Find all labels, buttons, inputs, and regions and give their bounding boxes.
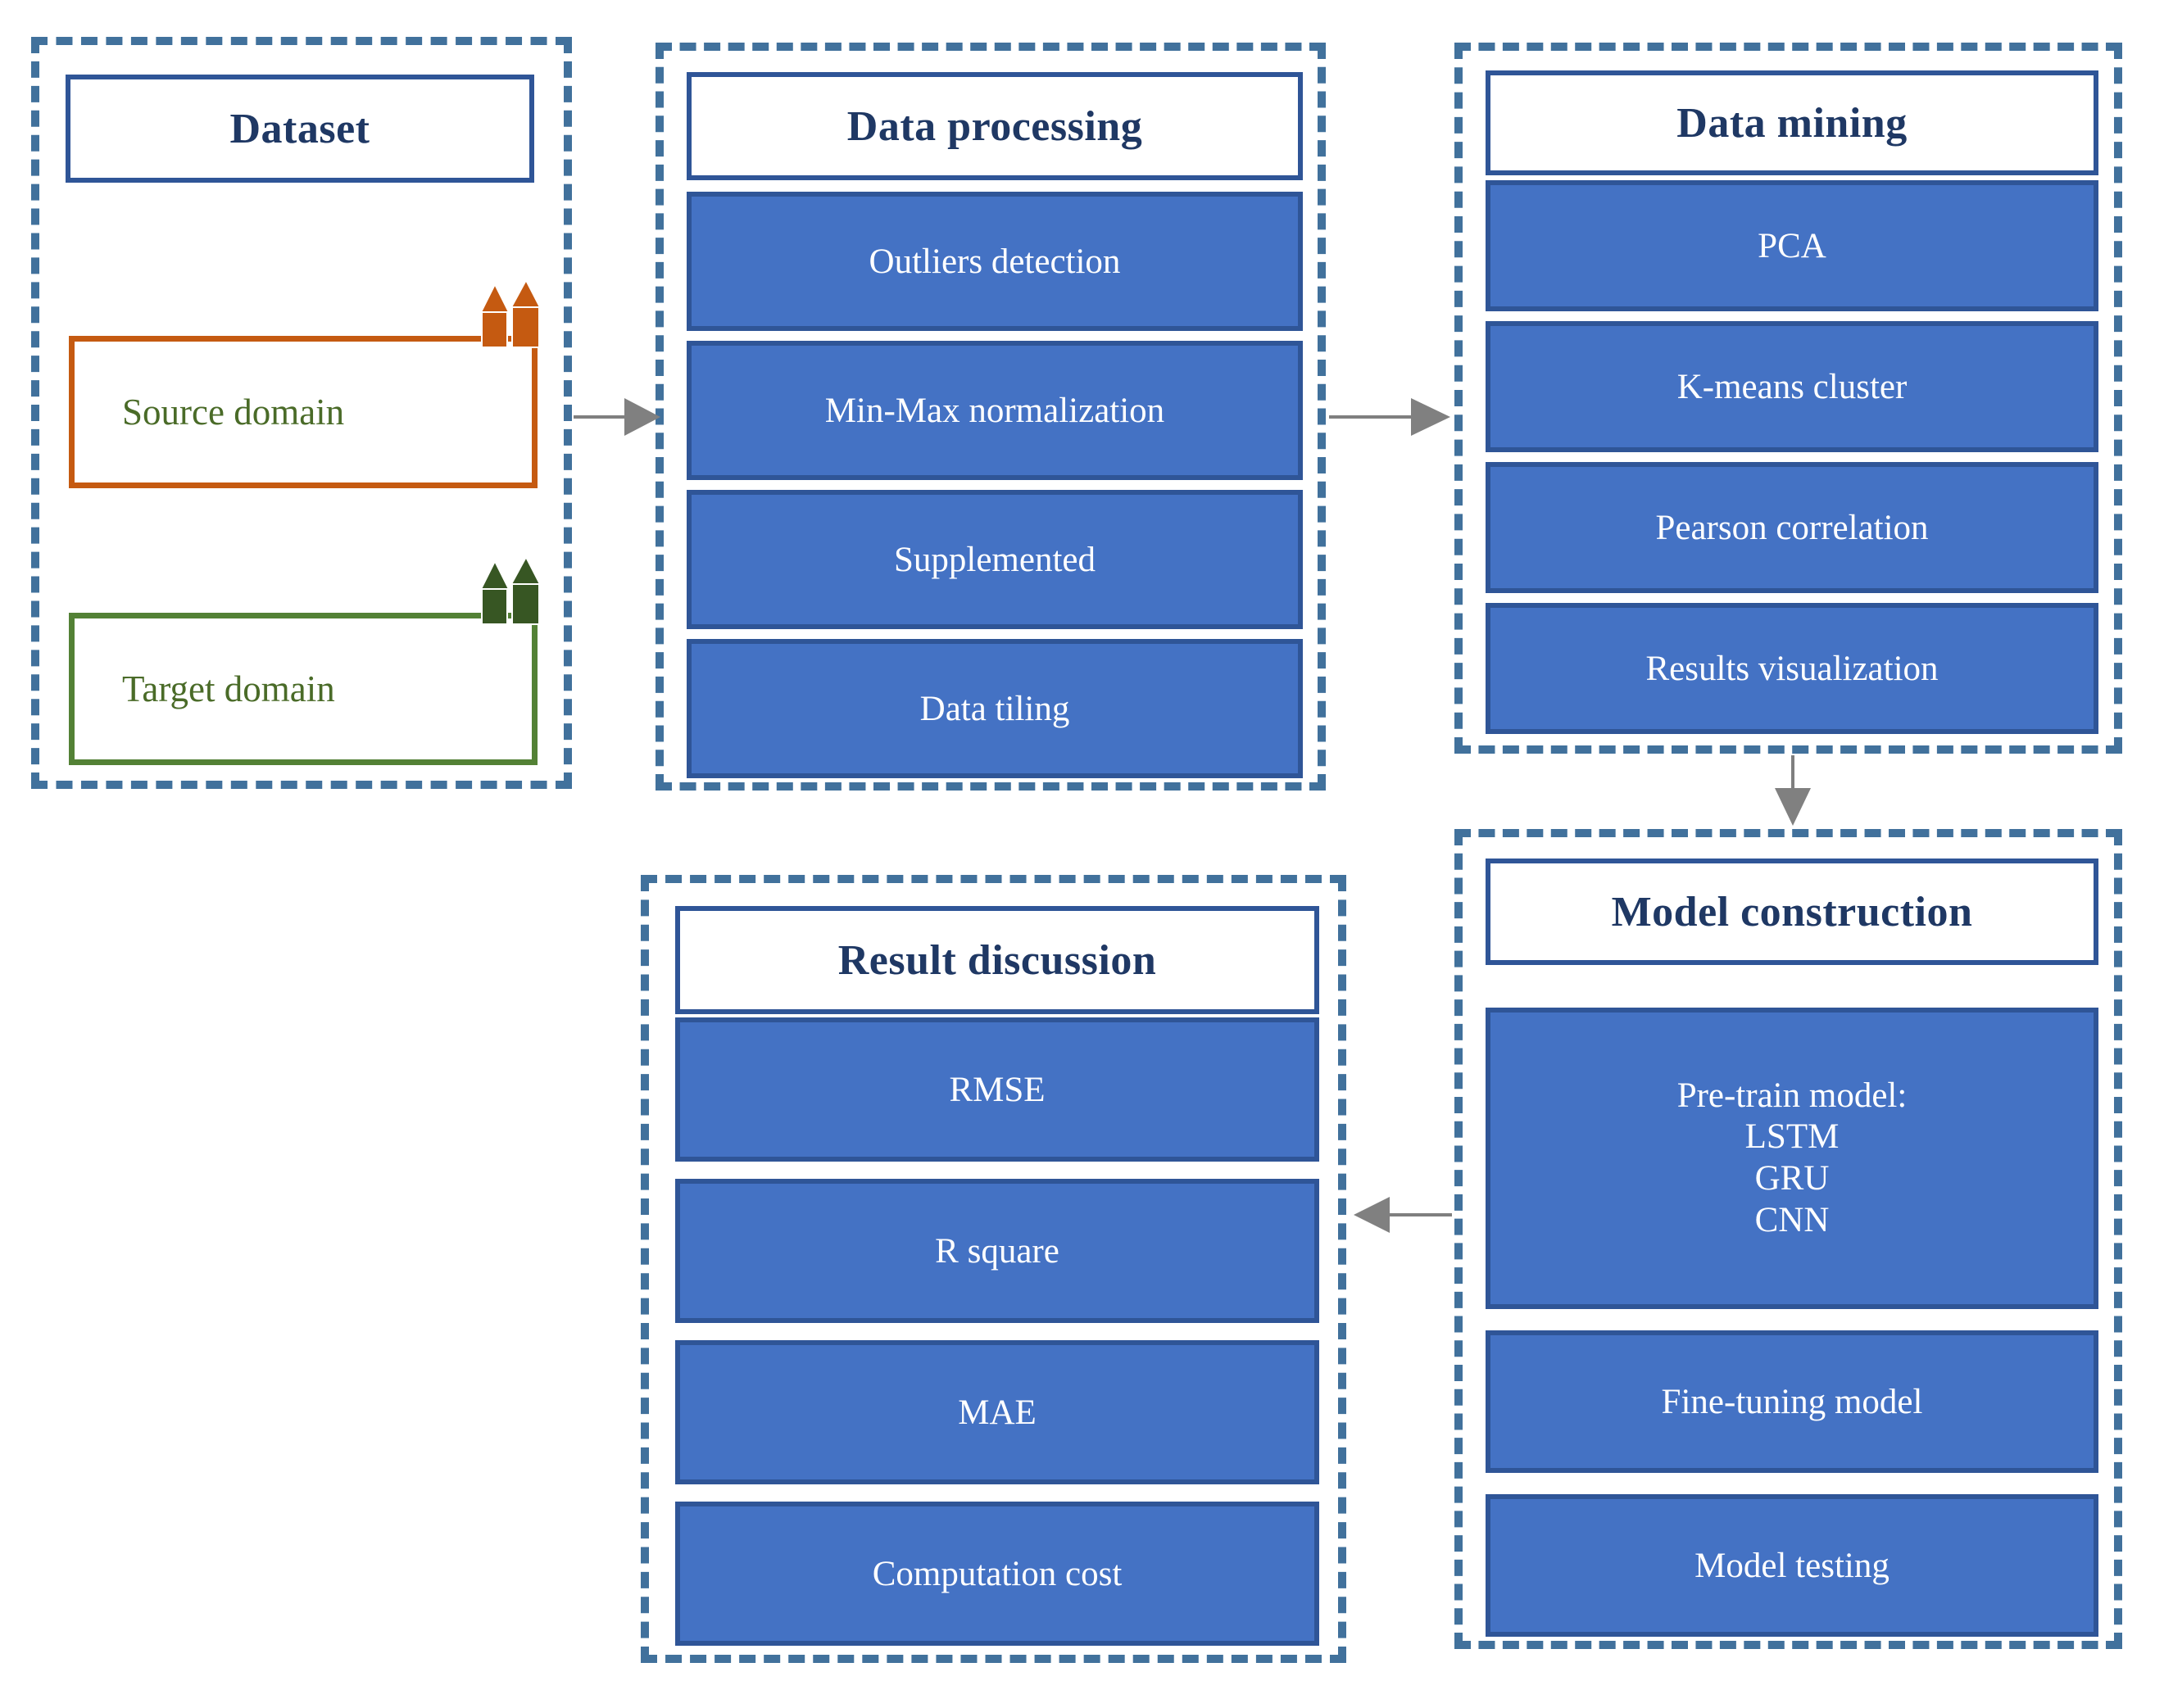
step-box: Data tiling <box>687 639 1303 778</box>
result-discussion-title-box: Result discussion <box>675 906 1319 1014</box>
data-mining-container: Data mining PCA K-means cluster Pearson … <box>1454 43 2122 754</box>
arrow-processing-to-mining <box>1329 398 1450 436</box>
step-box: Fine-tuning model <box>1486 1330 2098 1473</box>
pre-train-line: CNN <box>1754 1200 1830 1239</box>
step-box: Pearson correlation <box>1486 462 2098 593</box>
step-box: Outliers detection <box>687 192 1303 331</box>
step-box: Model testing <box>1486 1494 2098 1637</box>
houses-icon <box>479 279 542 348</box>
arrow-mining-to-model <box>1775 755 1811 826</box>
source-domain-box: Source domain <box>69 279 542 488</box>
houses-icon <box>479 555 542 625</box>
arrow-dataset-to-processing <box>574 398 660 436</box>
model-construction-title: Model construction <box>1611 888 1973 936</box>
data-mining-title: Data mining <box>1676 99 1908 147</box>
data-mining-title-box: Data mining <box>1486 70 2098 175</box>
dataset-title: Dataset <box>229 105 370 152</box>
model-construction-title-box: Model construction <box>1486 859 2098 965</box>
step-box: PCA <box>1486 180 2098 311</box>
source-domain-label: Source domain <box>122 392 345 433</box>
data-processing-title-box: Data processing <box>687 72 1303 180</box>
dataset-title-box: Dataset <box>66 75 534 183</box>
step-box: RMSE <box>675 1017 1319 1162</box>
pre-train-line: GRU <box>1754 1159 1830 1198</box>
pre-train-line: LSTM <box>1744 1117 1840 1157</box>
arrow-model-to-result <box>1354 1197 1452 1233</box>
step-box: Results visualization <box>1486 603 2098 734</box>
result-discussion-container: Result discussion RMSE R square MAE Comp… <box>641 875 1346 1663</box>
step-box: K-means cluster <box>1486 321 2098 452</box>
step-box: Computation cost <box>675 1502 1319 1646</box>
step-box: MAE <box>675 1340 1319 1484</box>
step-box: Min-Max normalization <box>687 341 1303 480</box>
dataset-container: Dataset Source domain Target domain <box>31 37 572 789</box>
pre-train-model-box: Pre-train model: LSTM GRU CNN <box>1486 1008 2098 1309</box>
data-processing-container: Data processing Outliers detection Min-M… <box>656 43 1326 791</box>
model-construction-container: Model construction Pre-train model: LSTM… <box>1454 829 2122 1649</box>
step-box: Supplemented <box>687 490 1303 629</box>
target-domain-label: Target domain <box>122 668 335 709</box>
pre-train-line: Pre-train model: <box>1676 1076 1908 1115</box>
step-box: R square <box>675 1179 1319 1323</box>
result-discussion-title: Result discussion <box>837 936 1157 984</box>
target-domain-box: Target domain <box>69 555 542 765</box>
data-processing-title: Data processing <box>846 102 1143 150</box>
